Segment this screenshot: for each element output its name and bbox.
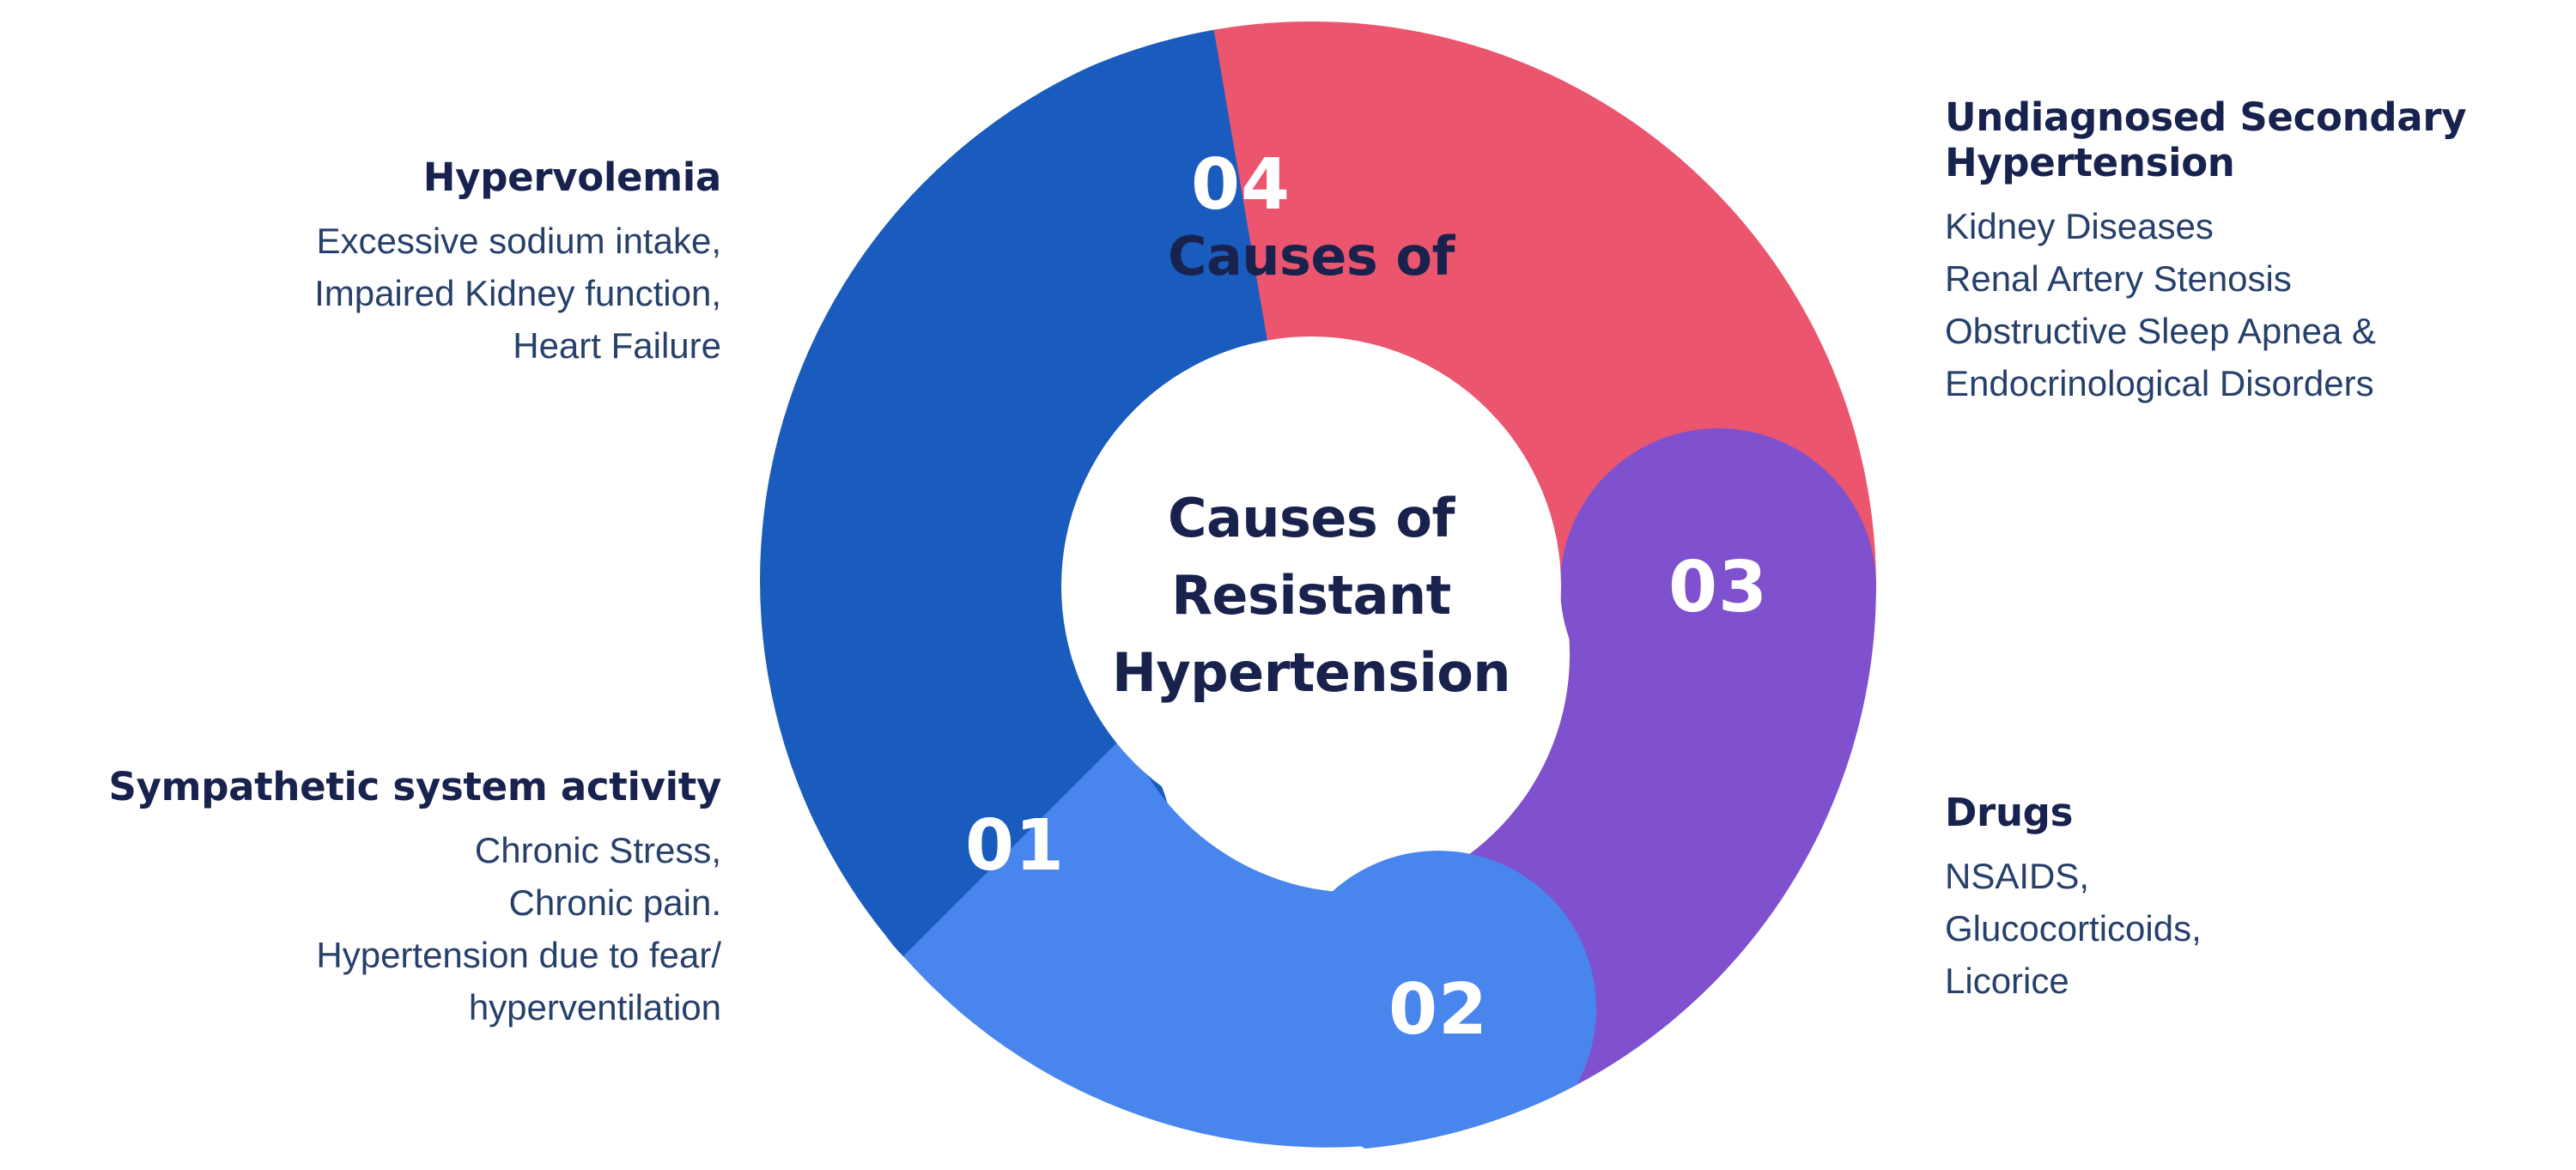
wheel-segment-01-arc	[760, 27, 1267, 956]
wheel-segment-02-cap	[1280, 851, 1596, 1151]
callout-drugs-body: NSAIDS, Glucocorticoids, Licorice	[1945, 856, 2202, 1001]
center-title-row-1: Causes of	[1168, 487, 1456, 549]
callout-hypervolemia: Hypervolemia Excessive sodium intake, Im…	[103, 155, 721, 373]
wheel-segment-03-cap	[1560, 428, 1876, 744]
center-title-row-2: Resistant	[1171, 564, 1451, 627]
center-title: Causes of Resistant Hypertension	[1112, 487, 1511, 704]
callout-hypervolemia-body: Excessive sodium intake, Impaired Kidney…	[314, 221, 721, 366]
center-disc	[1061, 336, 1561, 836]
callout-sympathetic-system-activity: Sympathetic system activity Chronic Stre…	[0, 764, 721, 1034]
callout-undiagnosed-heading: Undiagnosed Secondary Hypertension	[1945, 94, 2467, 186]
center-title-line-1: Causes of	[1168, 225, 1456, 288]
segment-number-04: 04	[1191, 144, 1291, 226]
callout-undiagnosed-secondary-hypertension: Undiagnosed Secondary Hypertension Kidne…	[1945, 94, 2563, 410]
callout-drugs-heading: Drugs	[1945, 790, 2074, 835]
callout-hypervolemia-heading: Hypervolemia	[422, 155, 722, 200]
segment-number-02: 02	[1388, 969, 1488, 1051]
center-title-row-3: Hypertension	[1112, 641, 1510, 704]
callout-sympathetic-heading: Sympathetic system activity	[108, 764, 721, 809]
donut-wheel-diagram: Causes of Causes of Resistant Hypertensi…	[734, 0, 1893, 1170]
callout-sympathetic-body: Chronic Stress, Chronic pain. Hypertensi…	[316, 830, 721, 1028]
callout-drugs: Drugs NSAIDS, Glucocorticoids, Licorice	[1945, 790, 2546, 1008]
callout-undiagnosed-body: Kidney Diseases Renal Artery Stenosis Ob…	[1945, 206, 2376, 403]
segment-number-03: 03	[1668, 547, 1768, 628]
segment-number-01: 01	[965, 805, 1065, 887]
wheel-segment-02[interactable]	[903, 733, 1596, 1167]
